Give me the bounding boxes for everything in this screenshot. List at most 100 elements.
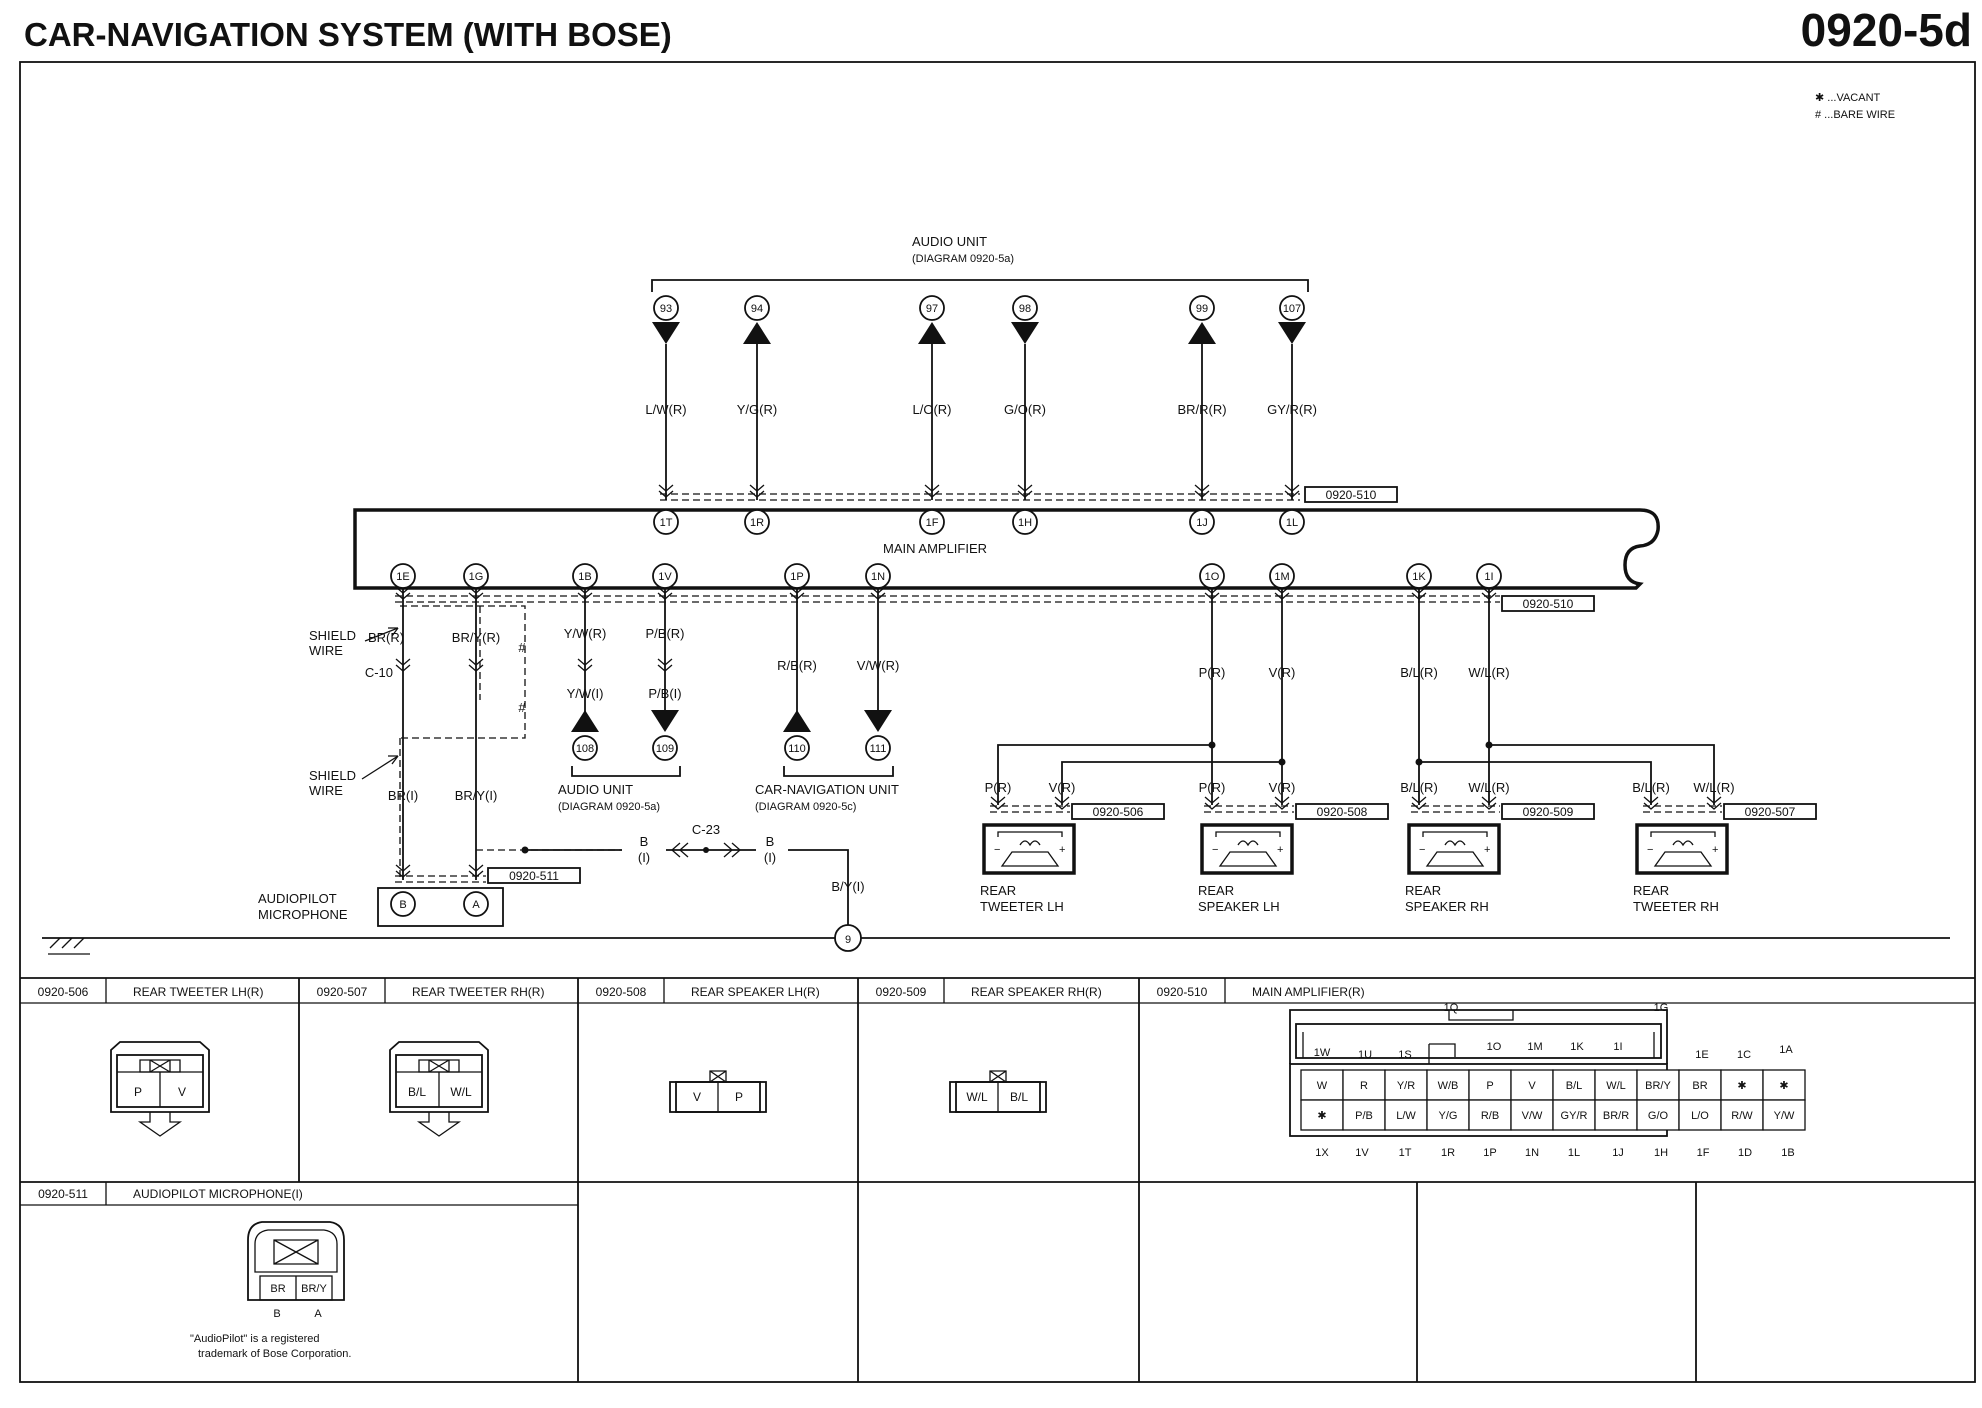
connector-509-name: REAR SPEAKER RH(R) — [971, 985, 1102, 999]
page-title: CAR-NAVIGATION SYSTEM (WITH BOSE) — [24, 16, 672, 53]
connector-508-pin-1: V — [693, 1090, 701, 1104]
wire-yw-r: Y/W(R) — [564, 626, 607, 641]
wire-rb-r: R/B(R) — [777, 658, 817, 673]
amp-pin-label: Y/G — [1439, 1110, 1458, 1122]
terminal-98: 98 G/O(R) 1H — [1004, 295, 1046, 535]
amp-pin-label: R/B — [1481, 1110, 1499, 1122]
audio-unit-top: AUDIO UNIT (DIAGRAM 0920-5a) — [651, 234, 1309, 292]
amp-pin-label: W/L — [1606, 1080, 1626, 1092]
connector-506-code: 0920-506 — [38, 985, 89, 999]
amp-bottom-label-1v: 1V — [1355, 1147, 1369, 1159]
audiopilot-mic-label-1: AUDIOPILOT — [258, 891, 337, 906]
connector-508-code: 0920-508 — [596, 985, 647, 999]
connector-508-pin-2: P — [735, 1090, 743, 1104]
connector-509-pin-1: W/L — [966, 1090, 988, 1104]
wire-pb-i: P/B(I) — [648, 686, 681, 701]
amp-pin-cell — [1468, 1069, 1512, 1101]
tweeter-lh-wire-v: V(R) — [1049, 780, 1076, 795]
connector-508-face: V P — [669, 1070, 767, 1113]
connector-tag-506: 0920-506 — [1093, 805, 1144, 819]
connector-509-face: W/L B/L — [949, 1070, 1047, 1113]
connector-509-code: 0920-509 — [876, 985, 927, 999]
amp-bottom-label-1b: 1B — [1781, 1147, 1794, 1159]
tweeter-rh-wire-wl: W/L(R) — [1693, 780, 1734, 795]
amp-pin-cell — [1510, 1099, 1554, 1131]
top-terminal-group: 93 L/W(R) 1T 94 Y/G(R) 1R 97 L/O(R) 1F 9… — [645, 295, 1398, 535]
connector-510-code: 0920-510 — [1157, 985, 1208, 999]
speaker-lh-label-1: REAR — [1198, 883, 1234, 898]
pin-1f: 1F — [926, 517, 939, 529]
pin-1o: 1O — [1205, 571, 1220, 583]
amp-bottom-label-1h: 1H — [1654, 1147, 1668, 1159]
rear-tweeter-lh: P(R) V(R) 0920-506 − + REAR TWEETER LH — [980, 780, 1165, 914]
pin-1t: 1T — [660, 517, 673, 529]
amp-bottom-label-1n: 1N — [1525, 1147, 1539, 1159]
wire-br-i: BR(I) — [388, 788, 418, 803]
trademark-note-1: "AudioPilot" is a registered — [190, 1333, 320, 1345]
amp-pin-label: R/W — [1731, 1110, 1753, 1122]
ground-wire-i-left: (I) — [638, 850, 650, 865]
amp-pin-cell — [1762, 1099, 1806, 1131]
connector-506-pin-1: P — [134, 1085, 142, 1099]
wire-p-r-trunk: P(R) — [1199, 665, 1226, 680]
ground-wire-b-left: B — [640, 834, 649, 849]
pin-1k: 1K — [1412, 571, 1426, 583]
wire-v-r-trunk: V(R) — [1269, 665, 1296, 680]
connector-511-face: BR BR/Y B A "AudioPilot" is a registered… — [190, 1221, 351, 1360]
amp-top-label-1e: 1E — [1695, 1049, 1708, 1061]
terminal-107: 107 GY/R(R) 1L — [1267, 295, 1317, 535]
speaker-lh-wire-v: V(R) — [1269, 780, 1296, 795]
audio-unit-top-ref: (DIAGRAM 0920-5a) — [912, 253, 1014, 265]
terminal-94-num: 94 — [751, 303, 763, 315]
tweeter-lh-minus: − — [994, 844, 1000, 856]
amp-pin-label: ✱ — [1737, 1080, 1746, 1092]
shield-wire-top-1: SHIELD — [309, 628, 356, 643]
amp-top-label-1o: 1O — [1487, 1041, 1502, 1053]
amp-pin-cell — [1552, 1099, 1596, 1131]
wire-label-go-r: G/O(R) — [1004, 402, 1046, 417]
microphone-circuit: SHIELD WIRE BR(R) BR/Y(R) C-10 # # SHIEL… — [258, 588, 581, 927]
amp-pin-label: BR/R — [1603, 1110, 1629, 1122]
amp-pin-cell — [1720, 1099, 1764, 1131]
main-amplifier-label: MAIN AMPLIFIER — [883, 541, 987, 556]
amp-pin-cell — [1342, 1099, 1386, 1131]
audio-unit-lower: Y/W(R) P/B(R) Y/W(I) P/B(I) 108 109 AUDI… — [558, 588, 685, 813]
connector-511-pin-bry: BR/Y — [301, 1283, 327, 1295]
trademark-note-2: trademark of Bose Corporation. — [198, 1348, 351, 1360]
amp-top-label-1c: 1C — [1737, 1049, 1751, 1061]
amp-pin-label: W — [1317, 1080, 1328, 1092]
amp-pin-label: L/O — [1691, 1110, 1709, 1122]
speaker-lh-wire-p: P(R) — [1199, 780, 1226, 795]
terminal-97: 97 L/O(R) 1F — [913, 295, 952, 535]
tweeter-lh-wire-p: P(R) — [985, 780, 1012, 795]
terminal-93: 93 L/W(R) 1T — [645, 295, 687, 535]
amp-pin-cell — [1636, 1069, 1680, 1101]
terminal-111: 111 — [870, 743, 887, 755]
amp-pin-label: BR — [1692, 1080, 1707, 1092]
amp-pin-label: L/W — [1396, 1110, 1416, 1122]
amp-pin-label: Y/W — [1774, 1110, 1795, 1122]
amp-pin-cell — [1300, 1099, 1344, 1131]
ground-wire-b-right: B — [766, 834, 775, 849]
wire-wl-r-trunk: W/L(R) — [1468, 665, 1509, 680]
amp-pin-label: ✱ — [1779, 1080, 1788, 1092]
connector-tag-508: 0920-508 — [1317, 805, 1368, 819]
car-navigation-unit-ref: (DIAGRAM 0920-5c) — [755, 801, 856, 813]
wire-yw-i: Y/W(I) — [567, 686, 604, 701]
amp-bottom-label-1d: 1D — [1738, 1147, 1752, 1159]
amp-pin-label: ✱ — [1317, 1110, 1326, 1122]
speaker-circuits: P(R) V(R) B/L(R) W/L(R) P(R) V(R) 0920-5… — [980, 588, 1817, 914]
amp-pin-cell — [1594, 1069, 1638, 1101]
amp-top-label-1u: 1U — [1358, 1049, 1372, 1061]
terminal-93-num: 93 — [660, 303, 672, 315]
terminal-97-num: 97 — [926, 303, 938, 315]
pin-1p: 1P — [790, 571, 803, 583]
connector-507-pin-1: B/L — [408, 1085, 426, 1099]
car-navigation-unit-name: CAR-NAVIGATION UNIT — [755, 782, 899, 797]
amp-top-label-1m: 1M — [1527, 1041, 1542, 1053]
tweeter-lh-label-2: TWEETER LH — [980, 899, 1064, 914]
terminal-108: 108 — [576, 743, 594, 755]
amp-pin-label: B/L — [1566, 1080, 1583, 1092]
